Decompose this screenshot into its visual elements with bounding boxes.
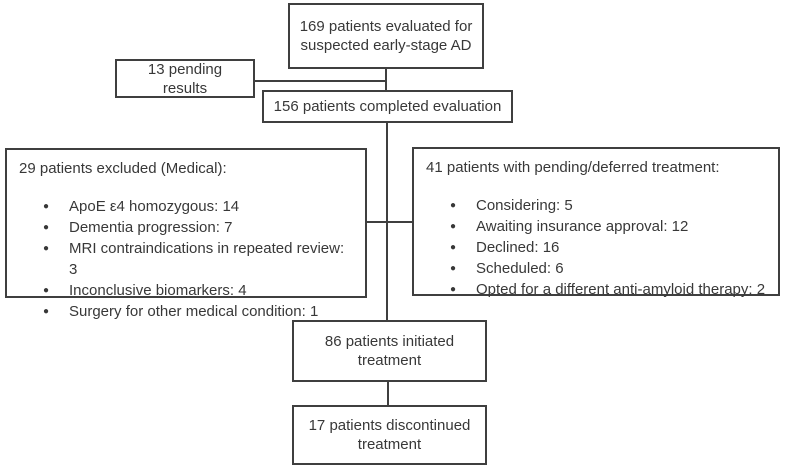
node-excluded: 29 patients excluded (Medical): ApoE ε4 … xyxy=(5,148,367,322)
list-item: Surgery for other medical condition: 1 xyxy=(19,301,353,322)
node-initiated-label: 86 patients initiated treatment xyxy=(324,333,455,369)
node-evaluated: 169 patients evaluated for suspected ear… xyxy=(288,3,484,69)
node-completed-label: 156 patients completed evaluation xyxy=(273,98,502,115)
list-item: Inconclusive biomarkers: 4 xyxy=(19,280,353,301)
node-deferred-title: 41 patients with pending/deferred treatm… xyxy=(426,159,720,176)
list-item: ApoE ε4 homozygous: 14 xyxy=(19,196,353,217)
list-item: Opted for a different anti-amyloid thera… xyxy=(426,279,766,300)
list-item: Scheduled: 6 xyxy=(426,258,766,279)
list-item: Dementia progression: 7 xyxy=(19,217,353,238)
list-item: Considering: 5 xyxy=(426,195,766,216)
node-discontinued-label: 17 patients discontinued treatment xyxy=(308,417,471,453)
connector-excluded-deferred-branch xyxy=(365,221,414,223)
node-discontinued: 17 patients discontinued treatment xyxy=(292,405,487,465)
node-deferred-list: Considering: 5Awaiting insurance approva… xyxy=(426,195,766,300)
node-pending-results: 13 pending results xyxy=(115,59,255,98)
connector-initiated-to-discontinued xyxy=(387,380,389,407)
node-completed: 156 patients completed evaluation xyxy=(262,90,513,123)
list-item: Declined: 16 xyxy=(426,237,766,258)
node-initiated: 86 patients initiated treatment xyxy=(292,320,487,382)
node-evaluated-label: 169 patients evaluated for suspected ear… xyxy=(299,18,473,54)
node-excluded-title: 29 patients excluded (Medical): xyxy=(19,160,227,177)
list-item: Awaiting insurance approval: 12 xyxy=(426,216,766,237)
connector-pending-results-branch xyxy=(255,80,387,82)
node-pending-results-label: 13 pending results xyxy=(147,60,223,97)
list-item: MRI contraindications in repeated review… xyxy=(19,238,353,280)
node-excluded-list: ApoE ε4 homozygous: 14Dementia progressi… xyxy=(19,196,353,322)
node-deferred: 41 patients with pending/deferred treatm… xyxy=(412,147,780,300)
